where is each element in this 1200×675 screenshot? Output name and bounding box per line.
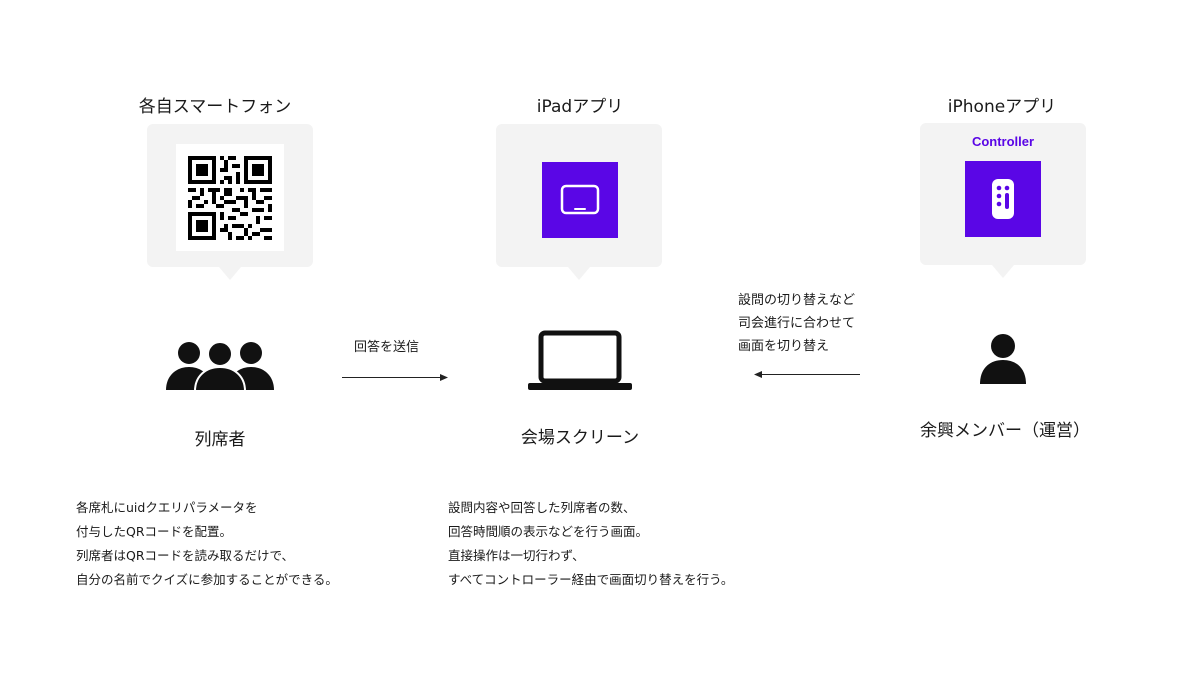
person-icon [980,334,1026,384]
note-line: 直接操作は一切行わず、 [448,548,585,563]
remote-control-icon [992,179,1014,219]
iphone-bubble: Controller [920,123,1086,265]
arrow-head-left-icon [754,371,762,378]
tablet-screen-icon [560,184,600,215]
arrow-head-right-icon [440,374,448,381]
qr-code-card [176,144,284,251]
left-note: 各席札にuidクエリパラメータを 付与したQRコードを配置。 列席者はQRコード… [76,496,338,592]
controller-label: Controller [971,134,1035,149]
label-line: 画面を切り替え [738,339,830,354]
ipad-app-tile [542,162,618,238]
laptop-icon [528,330,632,390]
note-line: 列席者はQRコードを読み取るだけで、 [76,548,295,563]
note-line: 各席札にuidクエリパラメータを [76,500,258,515]
attendees-label: 列席者 [194,430,246,450]
qr-code-icon [188,156,272,240]
switch-screen-label: 設問の切り替えなど 司会進行に合わせて 画面を切り替え [738,289,855,358]
arrow-right-to-center [760,374,860,375]
staff-members-label: 余興メンバー（運営） [920,421,1090,441]
smartphone-bubble [147,124,313,267]
center-column-title: iPadアプリ [536,97,624,117]
note-line: 回答時間順の表示などを行う画面。 [448,524,649,539]
ipad-bubble [496,124,662,267]
note-line: 付与したQRコードを配置。 [76,524,233,539]
note-line: 設問内容や回答した列席者の数、 [448,500,636,515]
people-group-icon [166,341,274,392]
left-column-title: 各自スマートフォン [138,97,292,117]
label-line: 設問の切り替えなど [738,293,856,308]
right-column-title: iPhoneアプリ [947,97,1057,117]
label-line: 司会進行に合わせて [738,316,856,331]
send-answer-label: 回答を送信 [354,340,420,355]
note-line: 自分の名前でクイズに参加することができる。 [76,572,338,587]
iphone-app-tile [965,161,1041,237]
center-note: 設問内容や回答した列席者の数、 回答時間順の表示などを行う画面。 直接操作は一切… [448,496,733,592]
arrow-left-to-center [342,377,442,378]
venue-screen-label: 会場スクリーン [520,428,640,448]
note-line: すべてコントローラー経由で画面切り替えを行う。 [448,572,734,587]
